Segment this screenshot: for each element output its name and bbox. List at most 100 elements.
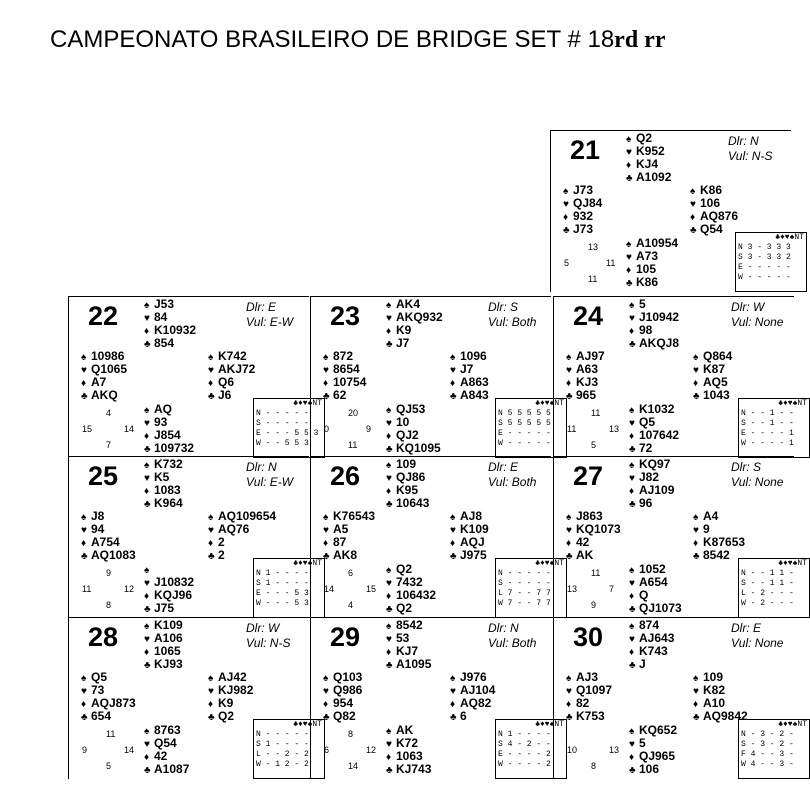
diamond-holding: ♦Q6: [208, 376, 255, 390]
cards: Q986: [333, 683, 363, 697]
table-row: N - - 1 1 -: [741, 569, 794, 578]
club-holding: ♣Q54: [690, 223, 738, 237]
heart-holding: ♥Q986: [323, 683, 363, 698]
heart-icon: ♥: [144, 473, 150, 484]
hcp-west: 11: [567, 424, 577, 434]
north-hand: ♠K109♥A106♦1065♣KJ93: [144, 619, 183, 672]
south-hand: ♠♥J10832♦KQJ96♣J75: [144, 563, 194, 615]
cards: AK: [576, 548, 594, 562]
spade-icon: ♠: [144, 621, 150, 632]
cards: 96: [639, 496, 653, 510]
board-top-border: [310, 617, 551, 618]
cards: AQ: [154, 402, 172, 416]
spade-holding: ♠AJ8: [450, 510, 489, 524]
table-row: W 7 - - 7 7: [498, 599, 551, 608]
hcp-south: 8: [106, 600, 112, 610]
spade-holding: ♠J53: [144, 298, 196, 312]
club-holding: ♣J75: [144, 602, 194, 616]
cards: 932: [573, 209, 594, 223]
table-row: W - - - 5 3: [256, 599, 309, 608]
club-icon: ♣: [693, 551, 700, 562]
cards: Q2: [636, 131, 653, 145]
table-row: W - - - - 1: [741, 439, 794, 448]
heart-holding: ♥J10942: [629, 311, 679, 325]
cards: 1063: [396, 749, 423, 763]
cards: 8542: [703, 548, 730, 562]
board-number: 22: [88, 301, 119, 331]
heart-icon: ♥: [693, 365, 699, 376]
table-row: S - 3 - 2 -: [741, 740, 794, 749]
table-row: W 4 - - 3 -: [741, 760, 794, 769]
dealer-label: Dlr: W: [731, 300, 765, 314]
vulnerability-label: Vul: Both: [488, 636, 537, 650]
club-holding: ♣K86: [626, 276, 678, 290]
spade-holding: ♠5: [629, 297, 679, 312]
cards: KQ1095: [396, 441, 441, 455]
east-hand: ♠J976♥AJ104♦AQ82♣6: [450, 671, 495, 724]
table-row: W - 2 - - -: [741, 599, 794, 608]
cards: K9: [218, 696, 234, 710]
diamond-icon: ♦: [386, 591, 392, 602]
club-icon: ♣: [386, 604, 393, 615]
table-row: N - - - - -: [256, 409, 309, 418]
heart-holding: ♥5: [629, 737, 677, 751]
diamond-icon: ♦: [566, 699, 572, 710]
cards: 84: [154, 310, 168, 324]
spade-holding: ♠K732: [144, 458, 183, 472]
spade-icon: ♠: [629, 621, 635, 632]
hcp-east: 11: [606, 258, 616, 268]
table-header: ♣♦♥♠NT: [778, 399, 807, 408]
cards: QJ53: [396, 402, 426, 416]
board-top-border: [68, 617, 309, 618]
spade-icon: ♠: [566, 512, 572, 523]
club-holding: ♣KJ93: [144, 658, 183, 672]
spade-holding: ♠J73: [563, 184, 602, 198]
east-hand: ♠AJ8♥K109♦AQJ♣J975: [450, 510, 489, 563]
diamond-holding: ♦K9: [386, 324, 443, 338]
cards: KJ4: [636, 157, 659, 171]
cards: J: [639, 657, 646, 671]
heart-icon: ♥: [323, 365, 329, 376]
diamond-icon: ♦: [81, 699, 87, 710]
spade-holding: ♠1096: [450, 350, 489, 364]
cards: 8542: [396, 618, 423, 632]
table-row: W - - - - 2: [498, 760, 551, 769]
diamond-holding: ♦K743: [629, 645, 674, 659]
diamond-icon: ♦: [566, 378, 572, 389]
east-hand: ♠109♥K82♦A10♣AQ9842: [693, 671, 748, 724]
cards: 53: [396, 631, 410, 645]
hcp-north: 6: [348, 568, 354, 578]
heart-holding: ♥A73: [626, 250, 678, 264]
heart-holding: ♥AJ104: [450, 684, 495, 698]
cards: KJ3: [576, 375, 599, 389]
club-icon: ♣: [144, 604, 151, 615]
hcp-west: 10: [567, 745, 578, 755]
cards: A1092: [636, 170, 672, 184]
cards: K1032: [639, 402, 675, 416]
cards: 5: [639, 297, 646, 311]
cards: Q2: [218, 709, 235, 723]
diamond-holding: ♦105: [626, 263, 678, 277]
cards: K87: [703, 362, 726, 376]
spade-holding: ♠AQ109654: [208, 510, 276, 524]
spade-icon: ♠: [144, 460, 150, 471]
spade-holding: ♠AJ3: [566, 671, 612, 685]
diamond-holding: ♦82: [566, 697, 612, 711]
diamond-icon: ♦: [81, 378, 87, 389]
table-row: F 4 - - 3 -: [741, 750, 794, 759]
diamond-holding: ♦1065: [144, 645, 183, 659]
table-row: E - - - 5 3: [256, 589, 309, 598]
heart-icon: ♥: [450, 686, 456, 697]
club-holding: ♣A843: [450, 389, 489, 403]
cards: AQ9842: [703, 709, 748, 723]
club-holding: ♣6: [450, 710, 495, 724]
cards: 62: [333, 388, 347, 402]
spade-holding: ♠AJ97: [566, 350, 605, 364]
east-hand: ♠AJ42♥KJ982♦K9♣Q2: [208, 671, 253, 724]
